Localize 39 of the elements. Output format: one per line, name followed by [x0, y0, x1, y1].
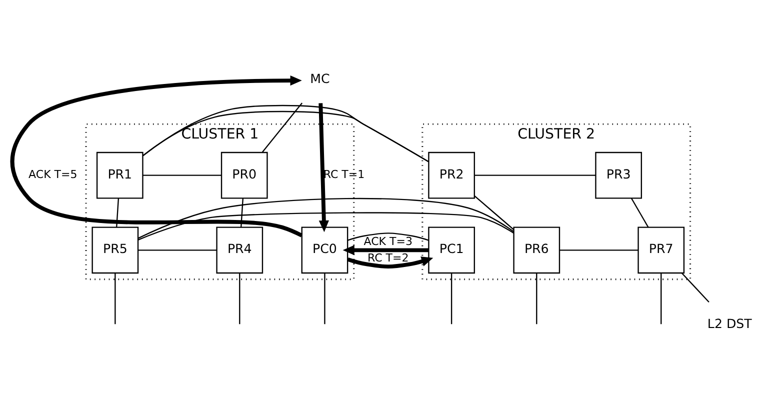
- node-box: PR2: [428, 151, 475, 198]
- connector: [142, 174, 222, 176]
- connector: [474, 174, 596, 176]
- connector: [240, 198, 244, 227]
- edge-label: ACK T=5: [28, 168, 78, 181]
- node-box: PR1: [96, 151, 144, 198]
- connector: [560, 249, 638, 250]
- connector: [324, 272, 326, 324]
- arrow: [10, 74, 303, 237]
- connector: [262, 102, 303, 152]
- edge-label: ACK T=3: [364, 234, 412, 248]
- connector: [138, 249, 217, 250]
- edge-label: RC T=2: [368, 250, 409, 264]
- node-text: MC: [310, 70, 330, 86]
- edge-label: RC T=1: [323, 168, 365, 181]
- connector: [450, 272, 452, 324]
- node-box: PR0: [220, 151, 268, 198]
- connector: [142, 104, 429, 162]
- connector: [114, 272, 116, 324]
- node-box: PR4: [216, 226, 264, 274]
- connector: [239, 272, 240, 324]
- arrow: [347, 256, 434, 268]
- node-text: L2 DST: [707, 315, 752, 330]
- connector: [660, 272, 662, 324]
- node-box: PR6: [513, 226, 560, 274]
- connector: [347, 232, 429, 240]
- node-box: PC1: [428, 226, 475, 274]
- connector: [630, 198, 649, 228]
- node-box: PR5: [92, 226, 139, 274]
- node-box: PR7: [638, 226, 685, 274]
- connector: [536, 272, 538, 324]
- node-box: PC0: [301, 226, 348, 274]
- arrow: [318, 102, 329, 232]
- connector: [138, 197, 514, 240]
- node-box: PR3: [595, 151, 642, 198]
- arrow: [342, 244, 429, 255]
- connector: [116, 198, 120, 227]
- connector: [681, 272, 710, 302]
- connector: [474, 195, 514, 230]
